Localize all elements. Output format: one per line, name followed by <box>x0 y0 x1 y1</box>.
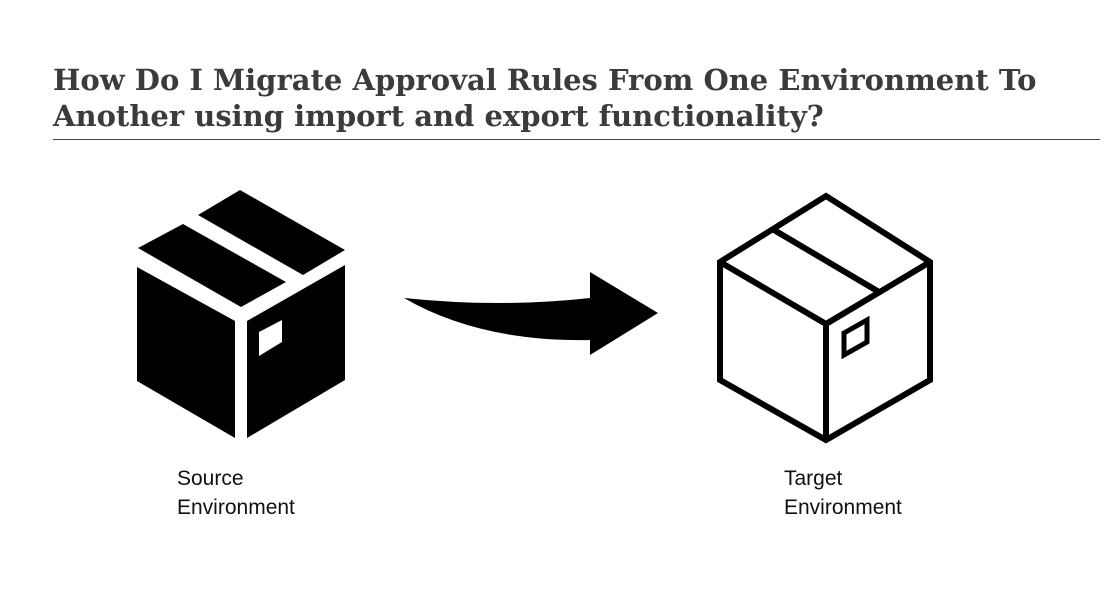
target-environment-label: Target Environment <box>784 464 902 522</box>
outline-box-icon <box>717 192 933 444</box>
target-label-line-2: Environment <box>784 496 902 519</box>
source-label-line-1: Source <box>177 467 244 490</box>
title-line-1: How Do I Migrate Approval Rules From One… <box>53 63 1037 97</box>
page-title: How Do I Migrate Approval Rules From One… <box>53 62 1093 134</box>
source-environment-label: Source Environment <box>177 464 295 522</box>
source-label-line-2: Environment <box>177 496 295 519</box>
title-line-2: Another using import and export function… <box>53 99 824 133</box>
title-divider <box>53 139 1100 140</box>
filled-box-icon <box>137 190 345 438</box>
target-label-line-1: Target <box>784 467 843 490</box>
curved-arrow-icon <box>404 272 658 355</box>
